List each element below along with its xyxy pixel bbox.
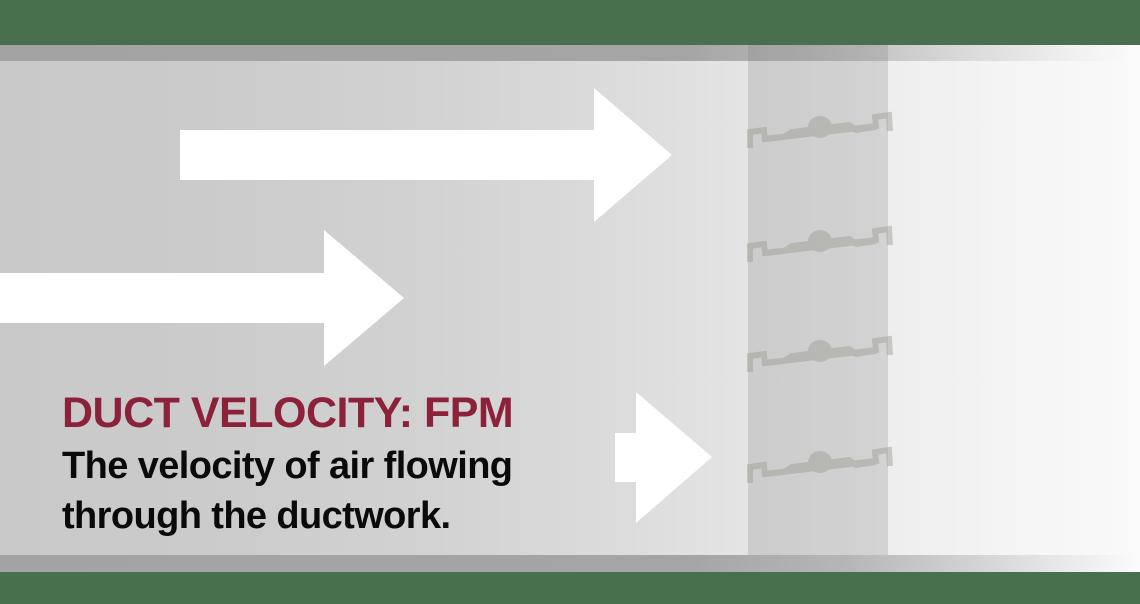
damper-blade: [744, 108, 894, 154]
airflow-arrow-bottom: [615, 392, 712, 523]
duct-wall-top-shadow: [0, 45, 1140, 61]
caption-line-2: through the ductwork.: [62, 495, 451, 538]
damper-section: [748, 45, 888, 555]
damper-blade: [744, 222, 894, 268]
duct-wall-bottom-shadow: [0, 555, 1140, 572]
top-frame-bar: [0, 0, 1140, 45]
bottom-frame-bar: [0, 572, 1140, 604]
caption-title: DUCT VELOCITY: FPM: [62, 389, 514, 437]
damper-blade: [744, 443, 894, 489]
damper-blade: [744, 332, 894, 378]
airflow-arrow-middle: [0, 230, 404, 366]
caption-block: DUCT VELOCITY: FPM The velocity of air f…: [62, 392, 662, 541]
caption-line-1: The velocity of air flowing: [62, 445, 513, 487]
airflow-arrow-top: [180, 88, 672, 222]
